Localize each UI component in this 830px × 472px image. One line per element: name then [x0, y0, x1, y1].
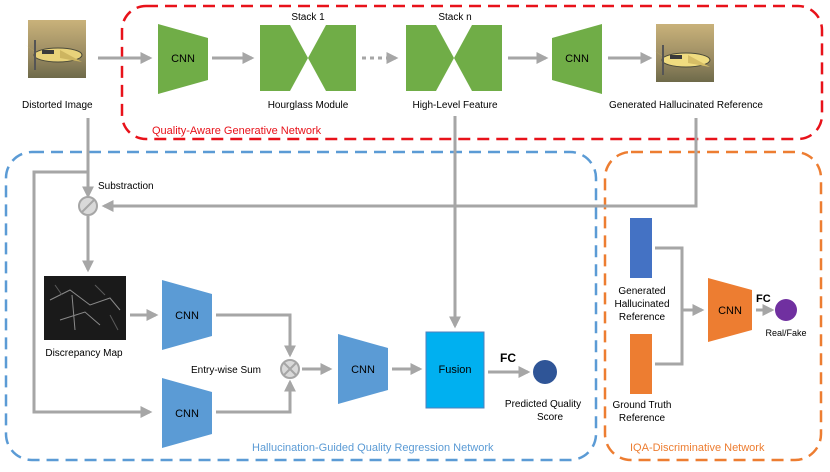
predicted-score-label-line2: Score — [537, 412, 564, 423]
generated-reference-label: Generated Hallucinated Reference — [609, 100, 763, 111]
substraction-label: Substraction — [98, 181, 154, 192]
generative-network-label: Quality-Aware Generative Network — [152, 125, 322, 137]
fc-label-discriminator: FC — [756, 293, 771, 305]
disc-gt-label-line1: Ground Truth — [613, 400, 672, 411]
discrepancy-map-image — [44, 276, 126, 340]
disc-gen-label-line1: Generated — [618, 286, 665, 297]
cnn-encoder-top — [158, 24, 208, 94]
distorted-image-label: Distorted Image — [22, 100, 93, 111]
hourglass-stack-1 — [260, 25, 356, 91]
stack-n-label: Stack n — [438, 12, 471, 23]
predicted-score-label-line1: Predicted Quality — [505, 399, 581, 410]
entry-wise-sum-label: Entry-wise Sum — [191, 365, 261, 376]
cnn-discrepancy-branch-label: CNN — [175, 310, 199, 322]
fc-label-regression: FC — [500, 351, 516, 365]
fusion-block — [425, 331, 485, 409]
cnn-encoder-top-label: CNN — [171, 53, 195, 65]
high-level-feature-label: High-Level Feature — [412, 100, 497, 111]
cnn-discriminator-label: CNN — [718, 305, 742, 317]
generated-reference-photo — [652, 24, 714, 82]
ground-truth-reference-bar — [630, 334, 652, 394]
cnn-decoder-top-label: CNN — [565, 53, 589, 65]
discriminative-network-region — [603, 150, 823, 462]
regression-network-region — [4, 150, 598, 462]
cnn-image-branch-label: CNN — [175, 408, 199, 420]
fusion-label: Fusion — [438, 364, 471, 376]
generated-reference-bar — [630, 218, 652, 278]
disc-gt-label-line2: Reference — [619, 413, 666, 424]
disc-gen-label-line3: Reference — [619, 312, 666, 323]
generative-network-region — [120, 4, 824, 141]
predicted-score-node — [533, 360, 557, 384]
line-gt-to-cnn — [655, 310, 684, 366]
line-gen-to-cnn — [655, 246, 684, 310]
arrow-reference-to-subtraction — [101, 118, 698, 212]
hourglass-module-label: Hourglass Module — [268, 100, 349, 111]
real-fake-node — [775, 299, 797, 321]
cnn-discrepancy-branch — [162, 280, 212, 350]
distorted-image-photo — [24, 20, 86, 78]
disc-gen-label-line2: Hallucinated — [614, 299, 669, 310]
cnn-discriminator — [708, 278, 752, 342]
hourglass-stack-n — [406, 25, 502, 91]
real-fake-label: Real/Fake — [765, 328, 806, 338]
regression-network-label: Hallucination-Guided Quality Regression … — [252, 442, 494, 454]
subtraction-operator — [78, 196, 98, 216]
cnn-decoder-top — [552, 24, 602, 94]
discrepancy-map-label: Discrepancy Map — [45, 348, 123, 359]
line-image-to-left-branch — [32, 170, 153, 418]
cnn-regression-main — [338, 334, 388, 404]
stack-1-label: Stack 1 — [291, 12, 325, 23]
cnn-image-branch — [162, 378, 212, 448]
entry-wise-sum-operator — [280, 359, 300, 379]
line-cnn-b-to-sum — [216, 379, 296, 414]
discriminative-network-label: IQA-Discriminative Network — [630, 442, 765, 454]
line-cnn-a-to-sum — [216, 313, 296, 358]
cnn-regression-main-label: CNN — [351, 364, 375, 376]
